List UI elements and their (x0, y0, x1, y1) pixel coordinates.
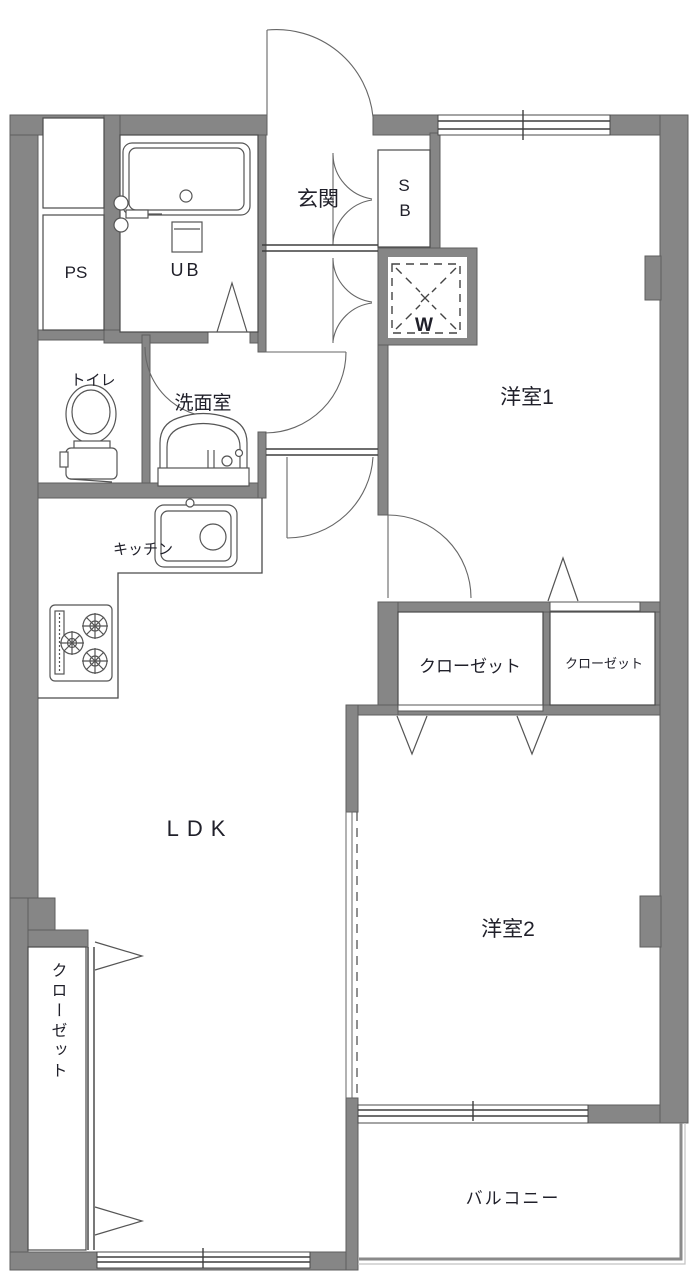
wall-top-mid (372, 114, 439, 136)
room-labels: 玄関 S B W UB PS トイレ 洗面室 キッチン 洋室1 洋室2 クローゼ… (49, 176, 644, 1208)
room-label-balcony: バルコニー (466, 1189, 561, 1208)
wall-pillar-upper (644, 255, 662, 301)
wall-pillar-lower (639, 895, 662, 948)
washroom-door (264, 351, 347, 434)
room-label-washroom: 洗面室 (174, 392, 231, 414)
window-bottom-ldk (96, 1248, 311, 1269)
wall-left-jog (27, 897, 56, 934)
fixtures (38, 142, 263, 699)
room-label-shoebox-s: S (398, 176, 409, 195)
room-label-western2: 洋室2 (481, 918, 535, 941)
windows (96, 110, 611, 1269)
sliding-door-ldk-room2 (345, 811, 358, 1099)
wall-closet-block-left (377, 601, 399, 716)
bath-counter (171, 221, 203, 253)
window-room2-balcony (357, 1101, 589, 1124)
closet-big-folding-door-1 (396, 715, 428, 756)
room1-door (387, 514, 472, 599)
closet-small-box (549, 611, 656, 706)
washer-center-x (420, 293, 430, 303)
room-label-washer: W (415, 315, 433, 336)
closet-small-threshold (549, 601, 641, 612)
room-label-closet-ldk: クローゼット (49, 962, 68, 1082)
window-top (437, 110, 611, 140)
room-label-unit-bath: UB (170, 260, 201, 280)
room-label-ldk: LDK (167, 816, 234, 841)
burner-2 (82, 648, 108, 674)
bath-folding-door (216, 280, 248, 333)
wall-right (659, 114, 689, 1124)
balcony-outline (358, 1123, 686, 1265)
wall-hall-left-upper (257, 134, 267, 353)
room-label-western1: 洋室1 (500, 386, 554, 409)
wall-left-lower (9, 897, 29, 1271)
room-label-entrance: 玄関 (297, 188, 339, 211)
burner-1 (82, 613, 108, 639)
bathtub (113, 142, 251, 233)
room-label-toilet: トイレ (70, 372, 115, 389)
doors (94, 28, 579, 1236)
meter-box (42, 117, 105, 209)
wall-room2-bottom (587, 1104, 661, 1124)
room-label-pipe-space: PS (65, 263, 88, 282)
wall-closet-top (27, 929, 89, 948)
wall-closet-divider (542, 611, 551, 708)
entrance-door (266, 28, 374, 118)
closet-ldk-folding-door-2 (94, 1206, 145, 1236)
gas-stove (49, 604, 113, 682)
closet-big-threshold (397, 704, 544, 712)
wall-closet-block-right (654, 611, 661, 708)
wall-ldk-balcony (345, 1097, 359, 1271)
wall-sb-room1 (429, 132, 441, 251)
washer-closet-doors (332, 258, 373, 343)
hall-ldk-threshold (266, 448, 378, 456)
closet-small-folding-door (547, 556, 579, 602)
pipe-space-box (42, 214, 105, 331)
wall-closet-block-top-left (377, 601, 551, 613)
service-boxes (27, 117, 656, 1251)
entrance-step-line (262, 244, 378, 252)
wall-closet-block-top-right (639, 601, 661, 613)
room-label-closet-big: クローゼット (419, 657, 521, 676)
kitchen-sink (154, 498, 238, 568)
burner-3 (60, 631, 84, 655)
shoe-box (377, 149, 431, 248)
closet-big-folding-door-2 (516, 715, 548, 756)
room-label-kitchen: キッチン (113, 541, 173, 558)
ldk-door (286, 456, 374, 539)
room-label-closet-small: クローゼット (565, 656, 643, 671)
shoe-box-doors (332, 153, 373, 245)
vanity-sink (157, 412, 250, 487)
kitchen-counter (38, 498, 263, 699)
washer-space-marker (391, 263, 461, 334)
closet-ldk-folding-door-1 (94, 941, 145, 971)
closet-big-box (397, 611, 544, 708)
toilet-fixture (59, 384, 118, 483)
wall-hall-room1 (377, 344, 389, 516)
wall-ldk-room2-upper (345, 704, 359, 813)
room-label-shoebox-b: B (399, 201, 410, 220)
wall-hall-left-lower (257, 431, 267, 499)
wall-left-upper (9, 114, 39, 901)
closet-ldk-box (27, 946, 87, 1251)
